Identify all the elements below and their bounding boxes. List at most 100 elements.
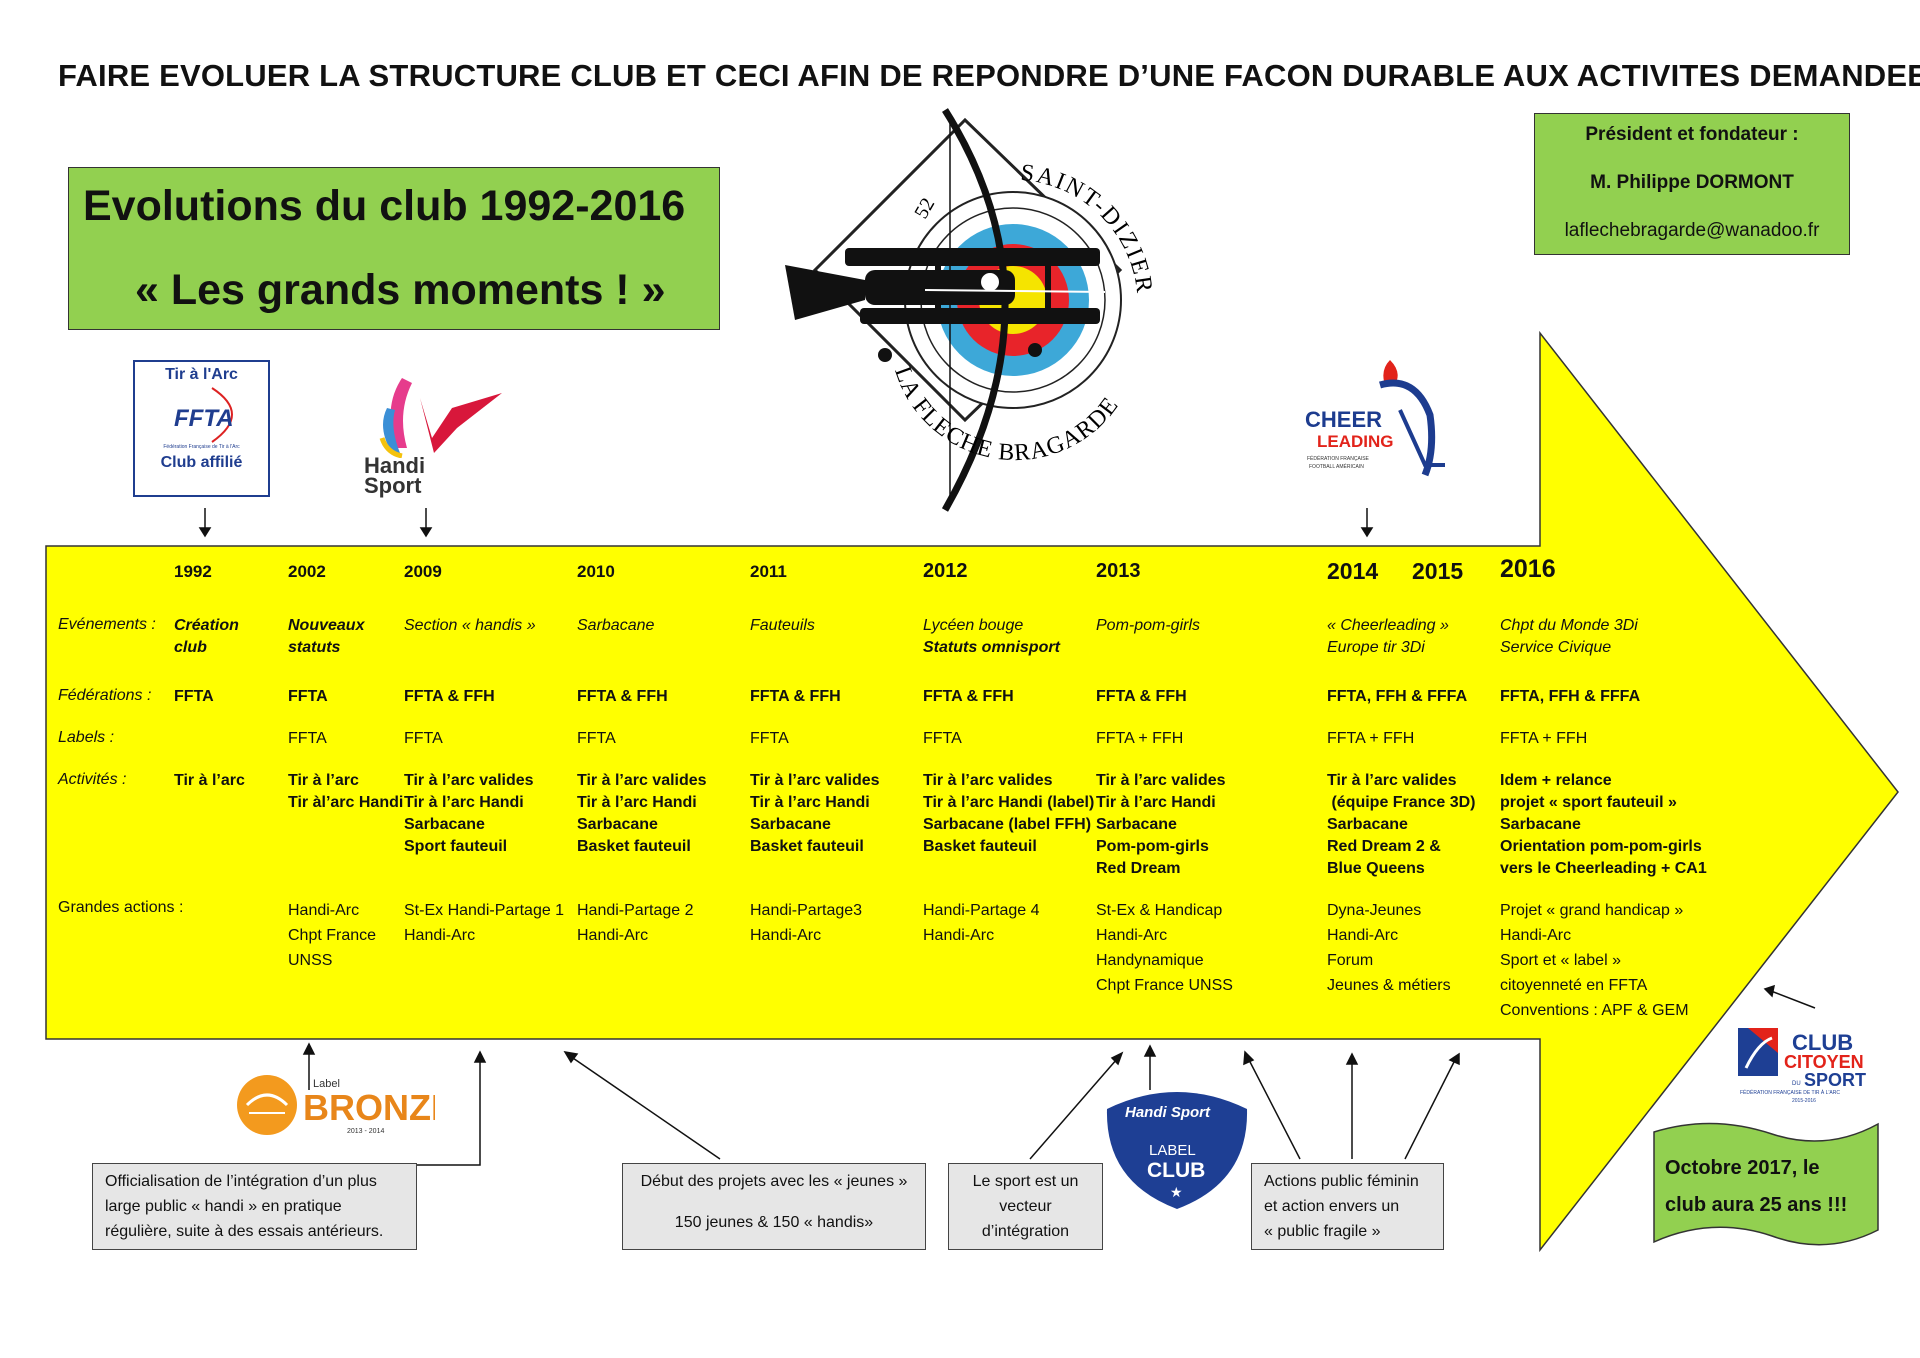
ffta-brand: FFTA <box>174 405 234 432</box>
federations-2016: FFTA, FFH & FFFA <box>1500 688 1641 705</box>
row-label-activities: Activités : <box>58 771 127 788</box>
labels-2010: FFTA <box>577 730 616 747</box>
labels-2014: FFTA + FFH <box>1327 730 1415 747</box>
row-label-events: Evénements : <box>58 616 156 633</box>
labels-2011: FFTA <box>750 730 789 747</box>
svg-text:★: ★ <box>1170 1185 1183 1201</box>
handisport-line2: Sport <box>364 473 422 498</box>
bronze-target-icon: Label BRONZE 2013 - 2014 <box>237 1075 455 1135</box>
title-box: Evolutions du club 1992-2016 « Les grand… <box>68 167 720 330</box>
handisport-label-club-logo: Handi Sport LABEL CLUB ★ <box>1103 1087 1251 1211</box>
bronze-label-logo: Label BRONZE 2013 - 2014 <box>235 1073 455 1137</box>
club-citoyen-logo: CLUB CITOYEN DU SPORT FÉDÉRATION FRANÇAI… <box>1738 1028 1888 1104</box>
year-2014: 2014 <box>1327 558 1379 584</box>
citoyen-years: 2015-2016 <box>1792 1098 1816 1104</box>
note-jeunes: Début des projets avec les « jeunes »150… <box>622 1163 926 1250</box>
bronze-years: 2013 - 2014 <box>347 1128 384 1135</box>
ffta-logo-sub: Fédération Française de Tir à l'Arc <box>163 444 240 450</box>
note-integration: Officialisation de l’intégration d’un pl… <box>92 1163 417 1250</box>
events-2010: Sarbacane <box>577 617 655 634</box>
year-2011: 2011 <box>750 562 787 581</box>
club-citoyen-icon: CLUB CITOYEN DU SPORT FÉDÉRATION FRANÇAI… <box>1738 1028 1866 1104</box>
events-2009: Section « handis » <box>404 617 536 634</box>
federations-2010: FFTA & FFH <box>577 688 668 705</box>
title-line-2: « Les grands moments ! » <box>135 266 666 314</box>
cheer-line2: LEADING <box>1317 432 1394 451</box>
year-2015: 2015 <box>1412 558 1464 584</box>
handisport-mark-icon <box>379 378 502 459</box>
labels-2013: FFTA + FFH <box>1096 730 1184 747</box>
anniversary-line2: club aura 25 ans !!! <box>1665 1194 1847 1216</box>
federations-2011: FFTA & FFH <box>750 688 841 705</box>
president-name: M. Philippe DORMONT <box>1590 172 1794 193</box>
year-2009: 2009 <box>404 562 442 581</box>
federations-2009: FFTA & FFH <box>404 688 495 705</box>
year-2010: 2010 <box>577 562 615 581</box>
events-2011: Fauteuils <box>750 617 815 634</box>
citoyen-l1: CLUB <box>1792 1030 1853 1055</box>
club-emblem: 52 SAINT-DIZIER LA FLECHE BRAGARDE <box>785 108 1155 512</box>
ffta-bow-icon: FFTA <box>174 387 234 443</box>
president-box: Président et fondateur : M. Philippe DOR… <box>1534 113 1850 255</box>
row-label-actions: Grandes actions : <box>58 899 184 916</box>
handisport-logo: Handi Sport <box>362 368 512 498</box>
year-2012: 2012 <box>923 560 968 582</box>
cheer-sub2: FOOTBALL AMÉRICAIN <box>1309 463 1364 470</box>
events-2013: Pom-pom-girls <box>1096 617 1201 634</box>
anniversary-line1: Octobre 2017, le <box>1665 1157 1820 1179</box>
title-line-1: Evolutions du club 1992-2016 <box>83 182 686 230</box>
year-2016: 2016 <box>1500 555 1556 583</box>
federations-1992: FFTA <box>174 688 214 705</box>
cheer-line1: CHEER <box>1305 407 1382 432</box>
handisport-line1: Handi <box>364 453 426 478</box>
labels-2016: FFTA + FFH <box>1500 730 1588 747</box>
ffta-logo-line1: Tir à l'Arc <box>165 366 238 383</box>
federations-2002: FFTA <box>288 688 328 705</box>
ffta-logo: Tir à l'Arc FFTA Fédération Française de… <box>133 360 270 497</box>
citoyen-sub: FÉDÉRATION FRANÇAISE DE TIR À L'ARC <box>1740 1089 1840 1096</box>
anniversary-banner: Octobre 2017, le club aura 25 ans !!! <box>1653 1122 1879 1246</box>
federations-2013: FFTA & FFH <box>1096 688 1187 705</box>
year-2002: 2002 <box>288 562 326 581</box>
label-club-top: Handi Sport <box>1125 1104 1211 1121</box>
president-label: Président et fondateur : <box>1585 124 1799 145</box>
citoyen-l2: CITOYEN <box>1784 1052 1864 1072</box>
biplane-icon <box>785 248 1100 362</box>
logo-pointer-arrows <box>198 508 1816 1166</box>
label-club-shield-icon: Handi Sport LABEL CLUB ★ <box>1106 1092 1248 1209</box>
cheer-sub1: FÉDÉRATION FRANÇAISE <box>1307 455 1370 462</box>
year-1992: 1992 <box>174 562 212 581</box>
labels-2012: FFTA <box>923 730 962 747</box>
page-title: FAIRE EVOLUER LA STRUCTURE CLUB ET CECI … <box>58 58 1920 93</box>
citoyen-du: DU <box>1792 1081 1801 1087</box>
federations-2012: FFTA & FFH <box>923 688 1014 705</box>
row-label-labels: Labels : <box>58 729 115 746</box>
cheerleading-icon: CHEER LEADING FÉDÉRATION FRANÇAISE FOOTB… <box>1305 360 1445 477</box>
activities-1992: Tir à l’arc <box>174 772 245 789</box>
bronze-big: BRONZE <box>303 1087 435 1128</box>
president-email: laflechebragarde@wanadoo.fr <box>1564 220 1820 241</box>
arrow-shape <box>45 330 1899 1253</box>
year-2013: 2013 <box>1096 560 1141 582</box>
activities-2014: Tir à l’arc valides (équipe France 3D)Sa… <box>1327 772 1476 877</box>
row-label-federations: Fédérations : <box>58 687 152 704</box>
